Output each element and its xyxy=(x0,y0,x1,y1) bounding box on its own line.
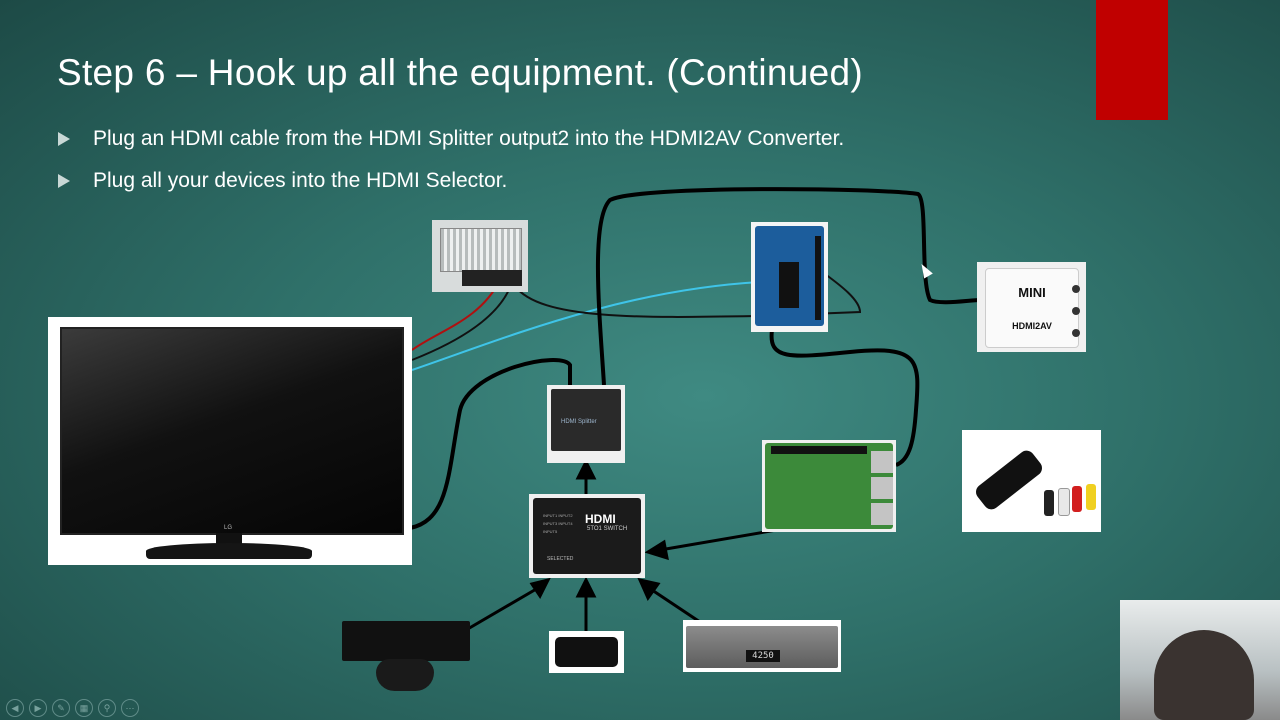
converter-label-mini: MINI xyxy=(986,285,1078,300)
hdmi-selector: HDMI 5TO1 SWITCH INPUT1 INPUT2 INPUT3 IN… xyxy=(529,494,645,578)
svideo-plug-icon xyxy=(1044,490,1054,516)
rca-jack-icon xyxy=(1072,329,1080,337)
usb-capture-device xyxy=(962,430,1101,532)
splitter-label: HDMI Splitter xyxy=(561,419,597,425)
splitter-box: HDMI Splitter xyxy=(551,389,621,451)
zoom-icon[interactable]: ⚲ xyxy=(98,699,116,717)
controller-icon xyxy=(376,659,434,691)
selector-selected: SELECTED xyxy=(547,556,573,562)
psu-mesh xyxy=(440,228,522,272)
slides-icon[interactable]: ▦ xyxy=(75,699,93,717)
rpi-usb-port xyxy=(871,477,893,499)
rca-plug-yellow-icon xyxy=(1086,484,1096,510)
rca-jack-icon xyxy=(1072,285,1080,293)
selector-brand: HDMI xyxy=(585,512,616,526)
rpi-gpio xyxy=(771,446,867,454)
apple-tv xyxy=(549,631,624,673)
cable-box: 4250 xyxy=(683,620,841,672)
rca-plug-red-icon xyxy=(1072,486,1082,512)
cablebox-display: 4250 xyxy=(746,650,780,662)
television: LG xyxy=(48,317,412,565)
slideshow-controls: ◀ ▶ ✎ ▦ ⚲ ⋯ xyxy=(6,699,139,717)
presenter xyxy=(1154,630,1254,720)
pen-icon[interactable]: ✎ xyxy=(52,699,70,717)
arduino-header xyxy=(815,236,821,320)
arduino-board xyxy=(751,222,828,332)
next-icon[interactable]: ▶ xyxy=(29,699,47,717)
presenter-webcam xyxy=(1120,600,1280,720)
power-supply xyxy=(432,220,528,292)
more-icon[interactable]: ⋯ xyxy=(121,699,139,717)
rca-jack-icon xyxy=(1072,307,1080,315)
converter-body: MINI HDMI2AV xyxy=(985,268,1079,348)
selector-model: 5TO1 SWITCH xyxy=(587,526,627,532)
cablebox-body: 4250 xyxy=(686,626,838,668)
hdmi-splitter: HDMI Splitter xyxy=(547,385,625,463)
rpi-usb-port xyxy=(871,451,893,473)
raspberry-pi xyxy=(762,440,896,532)
psu-terminals xyxy=(462,270,522,286)
arduino-chip xyxy=(779,262,799,308)
xbox-console xyxy=(340,617,472,695)
arduino-pcb xyxy=(755,226,824,326)
tv-screen xyxy=(60,327,404,535)
tv-logo: LG xyxy=(224,525,232,531)
rpi-ethernet-port xyxy=(871,503,893,525)
appletv-box xyxy=(555,637,618,667)
converter-label-model: HDMI2AV xyxy=(986,321,1078,331)
usb-wire xyxy=(412,282,760,370)
prev-icon[interactable]: ◀ xyxy=(6,699,24,717)
capture-stick xyxy=(973,447,1045,512)
rpi-pcb xyxy=(765,443,893,529)
xbox-body xyxy=(342,621,470,661)
tv-stand xyxy=(146,543,312,559)
selector-box: HDMI 5TO1 SWITCH INPUT1 INPUT2 INPUT3 IN… xyxy=(533,498,641,574)
selector-inputs: INPUT1 INPUT2 INPUT3 INPUT4 INPUT5 xyxy=(543,512,573,536)
rca-plug-white-icon xyxy=(1058,488,1070,516)
hdmi2av-converter: MINI HDMI2AV xyxy=(977,262,1086,352)
